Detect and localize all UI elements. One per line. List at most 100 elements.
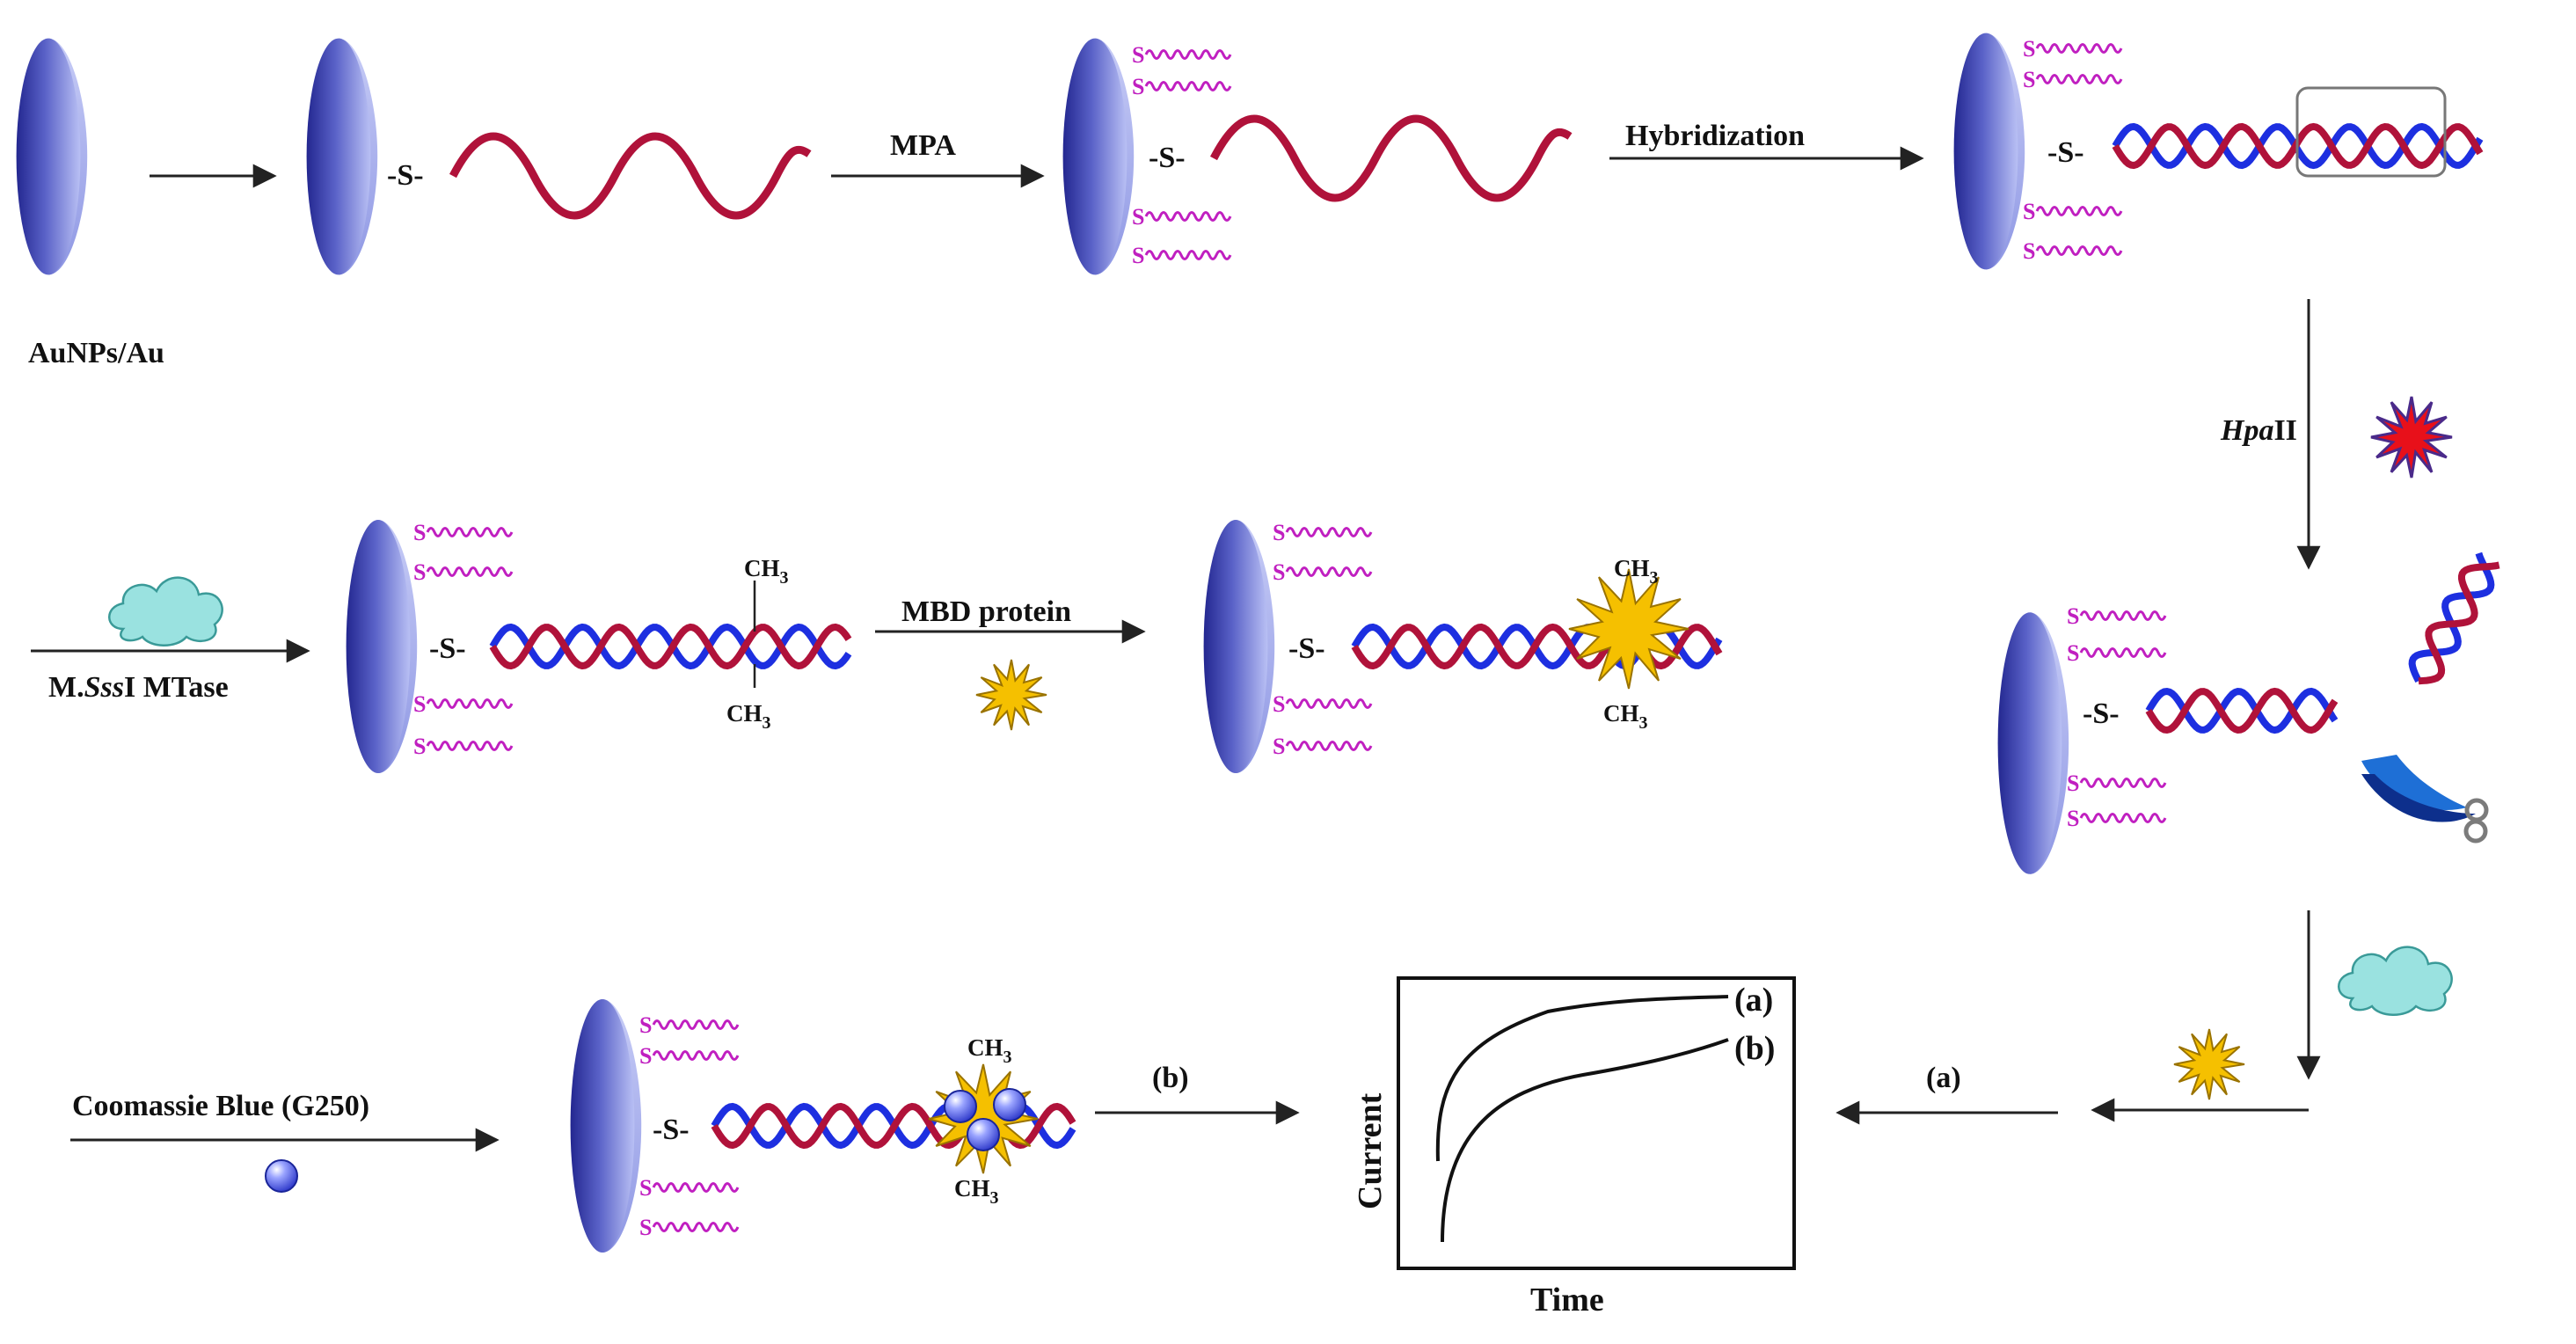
thiol-s-label: S xyxy=(2067,771,2079,796)
methyl-label-bottom: CH3 xyxy=(726,700,771,733)
thiol-s-label: S xyxy=(413,559,426,585)
thiol-s-label: S xyxy=(1132,74,1144,99)
electrode-dsdna xyxy=(1953,33,2025,270)
mbd-protein-icon xyxy=(975,659,1047,731)
x-axis-label: Time xyxy=(1530,1282,1604,1318)
thiol-s-label: S xyxy=(413,520,426,545)
dna-strand xyxy=(2145,687,2339,734)
thiol-link: -S- xyxy=(387,159,424,192)
dna-strand xyxy=(2418,561,2500,685)
electrode-bare xyxy=(16,38,88,275)
mpa-strand xyxy=(1285,527,1373,537)
hpaii-enzyme-icon xyxy=(2370,396,2453,478)
legend-a: (a) xyxy=(1734,982,1773,1019)
electrode-methylated xyxy=(346,520,418,773)
thiol-s-label: S xyxy=(639,1175,652,1201)
ssdna-probe xyxy=(449,132,812,220)
thiol-s-label: S xyxy=(1273,691,1285,717)
thiol-s-label: S xyxy=(1132,243,1144,268)
thiol-link: -S- xyxy=(2047,136,2084,169)
hybridization-label: Hybridization xyxy=(1625,120,1805,152)
dna-strand xyxy=(489,623,852,670)
mpa-strand xyxy=(652,1050,740,1061)
coomassie-dye-bound-icon xyxy=(944,1090,977,1123)
mpa-strand xyxy=(1285,566,1373,577)
thiol-s-label: S xyxy=(2067,640,2079,666)
mpa-strand xyxy=(1144,250,1232,260)
released-dna-fragment xyxy=(2408,551,2500,685)
mbd-protein-icon xyxy=(2173,1028,2245,1100)
mpa-strand xyxy=(2035,43,2123,54)
mpa-strand xyxy=(1144,81,1232,91)
mpa-strand xyxy=(426,566,514,577)
mpa-strand xyxy=(2079,778,2167,788)
electrode-dye-bound xyxy=(570,999,642,1253)
mpa-strand xyxy=(426,698,514,709)
coomassie-dye-bound-icon xyxy=(967,1118,1000,1151)
legend-b: (b) xyxy=(1734,1030,1775,1067)
mpa-strand xyxy=(1144,49,1232,60)
thiol-s-label: S xyxy=(2023,67,2035,92)
curve-b xyxy=(1441,1038,1729,1243)
mbd-label: MBD protein xyxy=(901,595,1071,628)
mpa-strand xyxy=(1285,698,1373,709)
thiol-link: -S- xyxy=(429,632,466,665)
mpa-strand xyxy=(652,1019,740,1030)
thiol-s-label: S xyxy=(2067,603,2079,629)
thiol-s-label: S xyxy=(1132,42,1144,68)
chart-frame xyxy=(1397,976,1796,1270)
step-b-label: (b) xyxy=(1152,1062,1189,1094)
thiol-s-label: S xyxy=(1273,734,1285,759)
thiol-link: -S- xyxy=(653,1114,690,1146)
mpa-strand xyxy=(2079,813,2167,823)
methyl-label-bottom: CH3 xyxy=(954,1175,999,1208)
mpa-strand xyxy=(2035,245,2123,256)
mpa-strand xyxy=(1144,211,1232,222)
thiol-s-label: S xyxy=(2067,806,2079,831)
hpaii-label: HpaII xyxy=(2220,414,2297,447)
mpa-strand xyxy=(2079,647,2167,658)
electrode-mbd-bound xyxy=(1203,520,1275,773)
curve-a xyxy=(1435,995,1729,1162)
mpa-strand xyxy=(2035,74,2123,84)
methyl-label-top: CH3 xyxy=(967,1034,1012,1067)
ssdna-probe xyxy=(1210,114,1573,202)
scissors-icon xyxy=(2361,755,2489,844)
mpa-strand xyxy=(652,1222,740,1232)
dna-strand xyxy=(2408,551,2495,683)
mpa-label: MPA xyxy=(890,129,956,162)
dna-strand xyxy=(1351,623,1723,670)
mpa-strand xyxy=(426,527,514,537)
current-time-chart: (a) (b) Time Current xyxy=(1352,976,1796,1318)
mtase-cloud-icon xyxy=(2338,946,2453,1016)
electrode-label: AuNPs/Au xyxy=(28,337,164,369)
thiol-s-label: S xyxy=(2023,238,2035,264)
electrode-probe xyxy=(306,38,378,275)
mpa-strand xyxy=(2035,206,2123,216)
mpa-strand xyxy=(1285,741,1373,751)
thiol-s-label: S xyxy=(2023,36,2035,62)
thiol-s-label: S xyxy=(413,691,426,717)
thiol-s-label: S xyxy=(413,734,426,759)
electrode-mpa xyxy=(1062,38,1135,275)
thiol-link: -S- xyxy=(1288,632,1325,665)
y-axis-label: Current xyxy=(1352,1092,1389,1209)
coomassie-dye-bound-icon xyxy=(993,1088,1026,1121)
mssi-mtase-label: M.SssI MTase xyxy=(48,671,229,704)
coomassie-dye-icon xyxy=(265,1159,298,1193)
thiol-s-label: S xyxy=(639,1012,652,1038)
methyl-label-top: CH3 xyxy=(1614,555,1659,588)
thiol-s-label: S xyxy=(1273,520,1285,545)
methyl-label-top: CH3 xyxy=(744,555,789,588)
mpa-strand xyxy=(2079,610,2167,621)
recognition-site-box xyxy=(2295,86,2447,178)
